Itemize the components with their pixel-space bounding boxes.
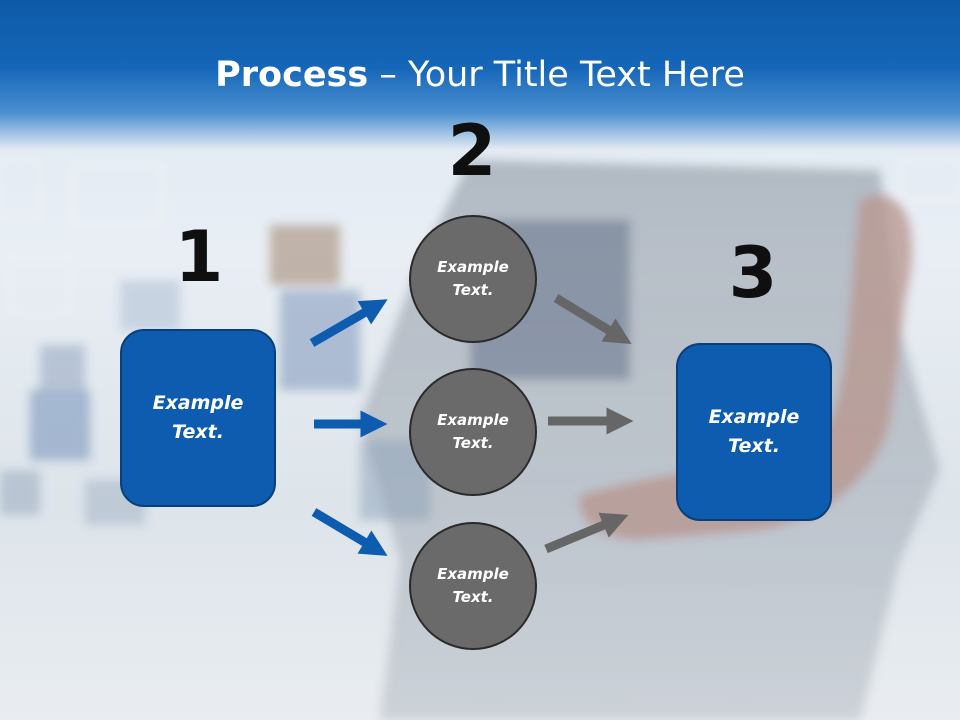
step-2-text-bottom: Example Text.: [437, 565, 509, 606]
step-number-2: 2: [447, 110, 497, 192]
step-2-circle-bottom: Example Text.: [409, 522, 537, 650]
title-bar: [0, 0, 960, 150]
step-2-circle-middle: Example Text.: [409, 368, 537, 496]
step-number-3: 3: [728, 232, 778, 314]
grey-arrow-down: [553, 294, 632, 345]
step-2-text-middle: Example Text.: [437, 411, 509, 452]
slide-title: Process – Your Title Text Here: [0, 52, 960, 98]
blue-arrow-down: [311, 508, 388, 556]
step-3-box: Example Text.: [676, 343, 832, 521]
step-1-box: Example Text.: [120, 329, 276, 507]
step-2-circle-top: Example Text.: [409, 215, 537, 343]
step-3-text: Example Text.: [708, 406, 800, 457]
grey-arrow-up: [544, 512, 629, 554]
blue-arrow-up: [309, 299, 388, 347]
step-1-text: Example Text.: [152, 392, 244, 443]
step-number-1: 1: [174, 216, 224, 298]
title-rest: – Your Title Text Here: [368, 55, 745, 95]
title-bold: Process: [215, 55, 369, 95]
step-2-text-top: Example Text.: [437, 258, 509, 299]
